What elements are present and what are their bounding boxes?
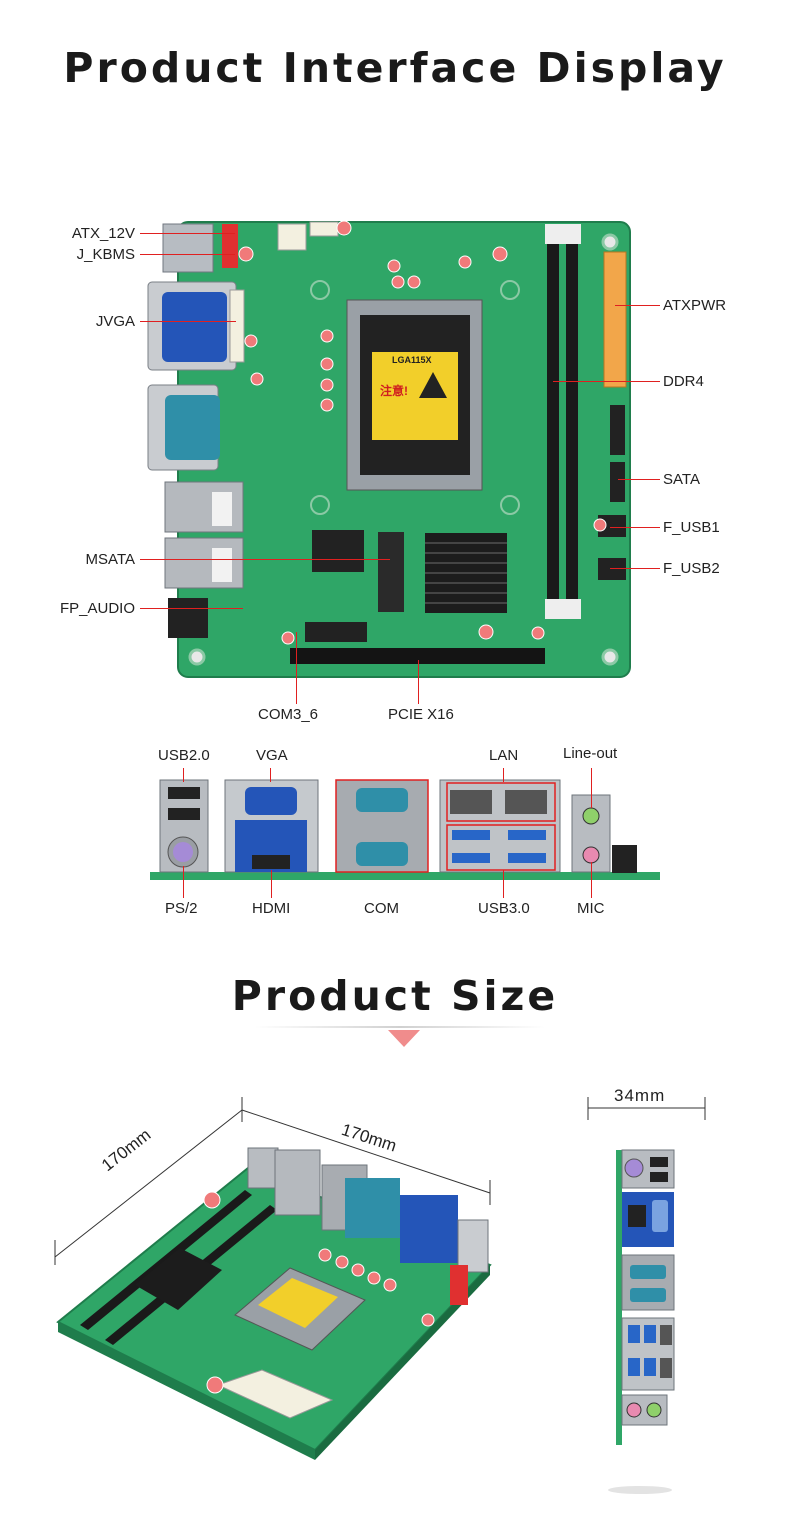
- callout-line-com36: [296, 632, 297, 704]
- callout-line-atx12v: [140, 233, 235, 234]
- callout-line-ddr4: [553, 381, 660, 382]
- callout-line-pcie: [418, 660, 419, 704]
- label-mic: MIC: [577, 900, 605, 917]
- label-pcie-x16: PCIE X16: [388, 706, 454, 723]
- label-ps2: PS/2: [165, 900, 198, 917]
- callout-line-sata: [618, 479, 660, 480]
- callout-line-msata: [140, 559, 390, 560]
- callout-line-fusb1: [610, 527, 660, 528]
- callout-line-usb20: [183, 768, 184, 782]
- label-line-out: Line-out: [563, 745, 618, 762]
- label-f-usb2: F_USB2: [663, 560, 720, 577]
- label-com3-6: COM3_6: [258, 706, 319, 723]
- dim-height-label: 34mm: [614, 1086, 666, 1105]
- chevron-down-icon: [388, 1030, 420, 1047]
- label-hdmi: HDMI: [252, 900, 291, 917]
- label-ddr4: DDR4: [663, 373, 704, 390]
- callout-line-lan: [503, 768, 504, 782]
- callout-line-ps2: [183, 866, 184, 898]
- label-atxpwr: ATXPWR: [663, 297, 727, 314]
- callout-line-jkbms: [140, 254, 235, 255]
- label-com: COM: [364, 900, 399, 917]
- callout-line-lineout: [591, 768, 592, 808]
- label-fp-audio: FP_AUDIO: [59, 600, 135, 617]
- label-vga: VGA: [256, 747, 288, 764]
- label-j-kbms: J_KBMS: [76, 246, 135, 263]
- callout-line-fpaudio: [140, 608, 243, 609]
- label-lan: LAN: [489, 747, 519, 764]
- warning-mark: 注意!: [380, 384, 408, 398]
- socket-mark: LGA115X: [392, 355, 432, 365]
- callout-line-fusb2: [610, 568, 660, 569]
- callout-line-jvga: [140, 321, 236, 322]
- callout-line-hdmi: [271, 870, 272, 898]
- callout-line-atxpwr: [615, 305, 660, 306]
- interface-title: Product Interface Display: [63, 44, 727, 92]
- callout-line-usb30: [503, 870, 504, 898]
- size-title: Product Size: [231, 972, 559, 1020]
- label-atx-12v: ATX_12V: [71, 225, 135, 242]
- label-jvga: JVGA: [95, 313, 135, 330]
- label-usb20: USB2.0: [158, 747, 210, 764]
- label-f-usb1: F_USB1: [663, 519, 720, 536]
- label-msata: MSATA: [85, 551, 135, 568]
- label-usb30: USB3.0: [478, 900, 530, 917]
- callout-line-vga: [270, 768, 271, 782]
- callout-line-mic: [591, 862, 592, 898]
- label-sata: SATA: [663, 471, 700, 488]
